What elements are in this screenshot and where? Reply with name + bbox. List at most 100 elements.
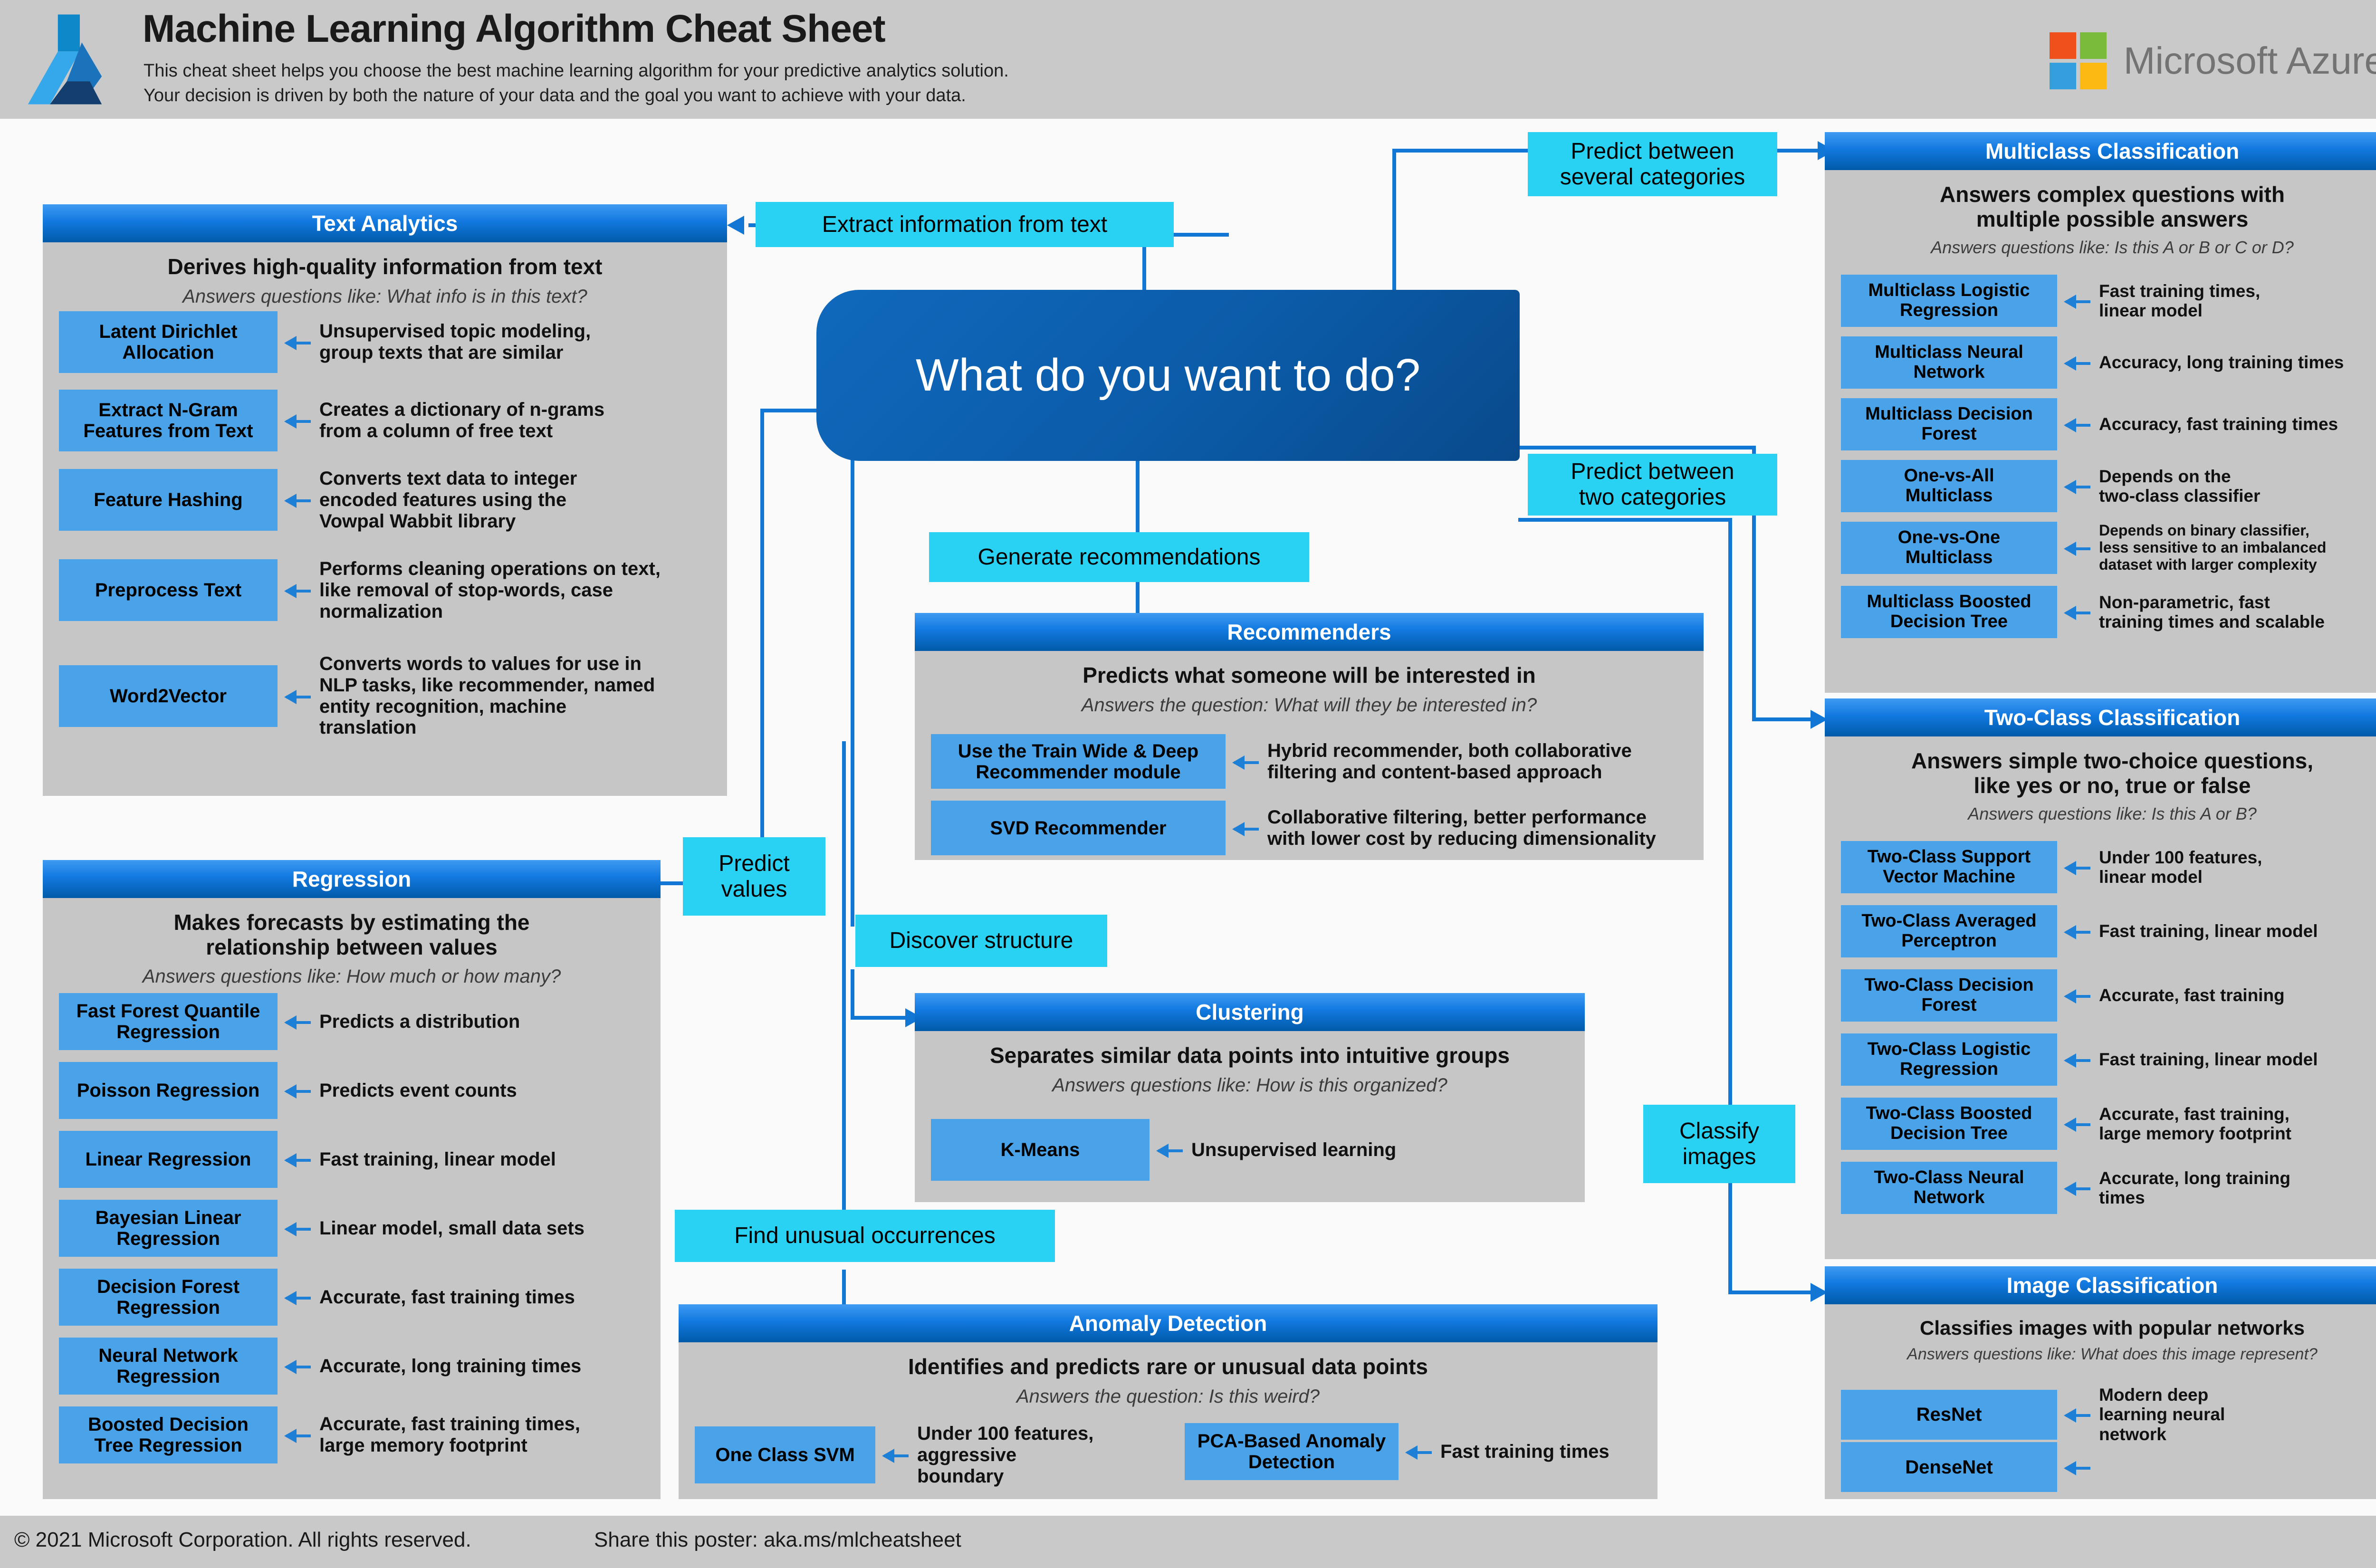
- algorithm-pca-based-anomaly-detection[interactable]: PCA-Based Anomaly Detection: [1185, 1423, 1399, 1480]
- algorithm-two-class-averaged-perceptron[interactable]: Two-Class Averaged Perceptron: [1841, 905, 2057, 957]
- connector-line: [1392, 149, 1396, 294]
- algorithm-neural-network-regression[interactable]: Neural Network Regression: [59, 1338, 278, 1395]
- arrow-left-icon: [2059, 1050, 2090, 1069]
- arrow-left-icon: [1400, 1442, 1432, 1461]
- algorithm-poisson-regression[interactable]: Poisson Regression: [59, 1062, 278, 1119]
- arrow-left-icon: [2059, 1458, 2090, 1477]
- decision-predict-between-two-categories[interactable]: Predict between two categories: [1528, 454, 1777, 516]
- algorithm-preprocess-text[interactable]: Preprocess Text: [59, 559, 278, 621]
- algorithm-feature-hashing[interactable]: Feature Hashing: [59, 469, 278, 531]
- panel-description: Separates similar data points into intui…: [990, 1043, 1510, 1068]
- arrow-left-icon: [1227, 752, 1259, 771]
- arrow-left-icon: [1227, 819, 1259, 838]
- algorithm-note: Fast training times, linear model: [2099, 281, 2261, 320]
- arrow-left-icon: [2059, 538, 2090, 557]
- connector-line: [1728, 518, 1732, 1294]
- algorithm-note: Accurate, fast training times, large mem…: [319, 1414, 581, 1456]
- share-link-text: Share this poster: aka.ms/mlcheatsheet: [594, 1528, 961, 1551]
- algorithm-note: Accuracy, long training times: [2099, 353, 2344, 373]
- decision-predict-between-several-categories[interactable]: Predict between several categories: [1528, 132, 1777, 196]
- algorithm-note: Fast training times: [1440, 1441, 1610, 1462]
- decision-extract-information-from-text[interactable]: Extract information from text: [756, 202, 1174, 247]
- algorithm-note: Modern deep learning neural network: [2099, 1385, 2225, 1444]
- panel-question: Answers questions like: What info is in …: [182, 286, 587, 307]
- page-title: Machine Learning Algorithm Cheat Sheet: [143, 7, 886, 50]
- algorithm-one-vs-one-multiclass[interactable]: One-vs-One Multiclass: [1841, 522, 2057, 574]
- algorithm-train-wide-and-deep-recommender[interactable]: Use the Train Wide & Deep Recommender mo…: [931, 734, 1226, 789]
- decision-classify-images[interactable]: Classify images: [1643, 1105, 1795, 1183]
- connector-line: [1136, 580, 1140, 632]
- panel-title-regression: Regression: [43, 860, 661, 898]
- poster-header: Machine Learning Algorithm Cheat Sheet T…: [0, 0, 2376, 119]
- algorithm-row: Linear Regression Fast training, linear …: [59, 1131, 661, 1188]
- arrow-left-icon: [279, 1425, 311, 1444]
- decision-find-unusual-occurrences[interactable]: Find unusual occurrences: [675, 1210, 1055, 1262]
- algorithm-k-means[interactable]: K-Means: [931, 1119, 1150, 1181]
- algorithm-boosted-decision-tree-regression[interactable]: Boosted Decision Tree Regression: [59, 1406, 278, 1463]
- algorithm-decision-forest-regression[interactable]: Decision Forest Regression: [59, 1269, 278, 1326]
- algorithm-linear-regression[interactable]: Linear Regression: [59, 1131, 278, 1188]
- connector-line: [1752, 446, 1756, 721]
- panel-title-anomaly-detection: Anomaly Detection: [679, 1304, 1657, 1342]
- connector-line: [851, 456, 854, 927]
- algorithm-row: Bayesian Linear Regression Linear model,…: [59, 1200, 661, 1257]
- connector-line: [1142, 233, 1229, 237]
- algorithm-row: Extract N-Gram Features from Text Create…: [59, 390, 719, 451]
- arrow-left-icon: [279, 333, 311, 352]
- algorithm-resnet[interactable]: ResNet: [1841, 1389, 2057, 1440]
- panel-image-classification: Image Classification Classifies images w…: [1825, 1266, 2376, 1499]
- algorithm-note: Fast training, linear model: [319, 1148, 556, 1170]
- algorithm-multiclass-boosted-decision-tree[interactable]: Multiclass Boosted Decision Tree: [1841, 586, 2057, 638]
- panel-description: Answers simple two-choice questions, lik…: [1911, 748, 2314, 798]
- panel-title-text-analytics: Text Analytics: [43, 204, 727, 242]
- algorithm-densenet[interactable]: DenseNet: [1841, 1442, 2057, 1492]
- algorithm-note: Converts text data to integer encoded fe…: [319, 468, 577, 532]
- decision-generate-recommendations[interactable]: Generate recommendations: [929, 532, 1309, 582]
- arrow-left-icon: [2059, 1114, 2090, 1133]
- algorithm-extract-n-gram-features-from-text[interactable]: Extract N-Gram Features from Text: [59, 390, 278, 451]
- arrow-left-icon: [2059, 922, 2090, 941]
- algorithm-row: One-vs-All Multiclass Depends on the two…: [1841, 460, 2376, 512]
- algorithm-row: Two-Class Decision Forest Accurate, fast…: [1841, 969, 2376, 1022]
- algorithm-multiclass-decision-forest[interactable]: Multiclass Decision Forest: [1841, 398, 2057, 450]
- connector-line: [1392, 149, 1530, 153]
- arrow-left-icon: [279, 1288, 311, 1307]
- algorithm-multiclass-neural-network[interactable]: Multiclass Neural Network: [1841, 336, 2057, 389]
- algorithm-word2vector[interactable]: Word2Vector: [59, 665, 278, 727]
- algorithm-row: Poisson Regression Predicts event counts: [59, 1062, 661, 1119]
- arrow-left-icon: [2059, 415, 2090, 434]
- connector-line: [851, 969, 854, 1019]
- algorithm-multiclass-logistic-regression[interactable]: Multiclass Logistic Regression: [1841, 275, 2057, 327]
- algorithm-latent-dirichlet-allocation[interactable]: Latent Dirichlet Allocation: [59, 311, 278, 373]
- algorithm-row: K-Means Unsupervised learning: [931, 1119, 1585, 1181]
- algorithm-note: Non-parametric, fast training times and …: [2099, 592, 2325, 631]
- algorithm-two-class-logistic-regression[interactable]: Two-Class Logistic Regression: [1841, 1033, 2057, 1086]
- algorithm-two-class-support-vector-machine[interactable]: Two-Class Support Vector Machine: [1841, 841, 2057, 893]
- algorithm-one-class-svm[interactable]: One Class SVM: [695, 1426, 876, 1484]
- connector-line: [851, 1016, 912, 1020]
- panel-question: Answers questions like: How much or how …: [142, 966, 561, 987]
- arrow-left-icon: [279, 1219, 311, 1238]
- copyright-text: © 2021 Microsoft Corporation. All rights…: [14, 1528, 471, 1551]
- panel-description: Answers complex questions with multiple …: [1940, 182, 2285, 231]
- algorithm-bayesian-linear-regression[interactable]: Bayesian Linear Regression: [59, 1200, 278, 1257]
- algorithm-two-class-decision-forest[interactable]: Two-Class Decision Forest: [1841, 969, 2057, 1022]
- connector-line: [1518, 446, 1756, 449]
- algorithm-fast-forest-quantile-regression[interactable]: Fast Forest Quantile Regression: [59, 993, 278, 1050]
- algorithm-row: Multiclass Decision Forest Accuracy, fas…: [1841, 398, 2376, 450]
- connector-arrow: [727, 216, 744, 235]
- decision-discover-structure[interactable]: Discover structure: [855, 915, 1107, 967]
- panel-question: Answers questions like: Is this A or B?: [1968, 804, 2257, 824]
- algorithm-note: Creates a dictionary of n-grams from a c…: [319, 399, 605, 441]
- algorithm-note: Accurate, fast training, large memory fo…: [2099, 1104, 2291, 1143]
- algorithm-one-vs-all-multiclass[interactable]: One-vs-All Multiclass: [1841, 460, 2057, 512]
- panel-question: Answers the question: Is this weird?: [1016, 1386, 1320, 1407]
- panel-title-two-class-classification: Two-Class Classification: [1825, 698, 2376, 736]
- subtitle-line-2: Your decision is driven by both the natu…: [144, 86, 966, 105]
- arrow-left-icon: [2059, 291, 2090, 310]
- algorithm-two-class-neural-network[interactable]: Two-Class Neural Network: [1841, 1162, 2057, 1214]
- algorithm-svd-recommender[interactable]: SVD Recommender: [931, 801, 1226, 855]
- algorithm-two-class-boosted-decision-tree[interactable]: Two-Class Boosted Decision Tree: [1841, 1098, 2057, 1150]
- arrow-left-icon: [2059, 602, 2090, 621]
- decision-predict-values[interactable]: Predict values: [683, 837, 825, 916]
